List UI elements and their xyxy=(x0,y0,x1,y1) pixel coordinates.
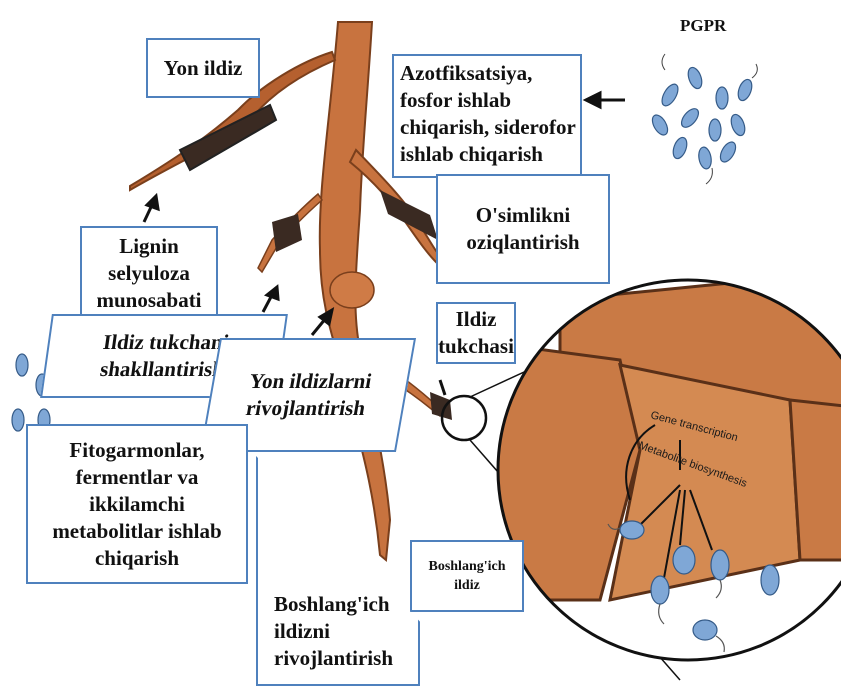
osimlik-box: O'simlikni oziqlantirish xyxy=(436,174,610,284)
pgpr-label: PGPR xyxy=(680,16,726,36)
lignin-box: Lignin selyuloza munosabati xyxy=(80,226,218,320)
root-hairs-upper-left xyxy=(180,105,276,170)
azotfiksatsiya-box: Azotfiksatsiya, fosfor ishlab chiqarish,… xyxy=(392,54,582,178)
ildiz-tukchasi-box: Ildiz tukchasi xyxy=(436,302,516,364)
pgpr-bacteria xyxy=(649,66,754,170)
inset-cells xyxy=(470,270,841,690)
yon-ildiz-box: Yon ildiz xyxy=(146,38,260,98)
boshlangich-ildiz-box: Boshlang'ich ildiz xyxy=(410,540,524,612)
fitogarmonlar-box: Fitogarmonlar, fermentlar va ikkilamchi … xyxy=(26,424,248,584)
